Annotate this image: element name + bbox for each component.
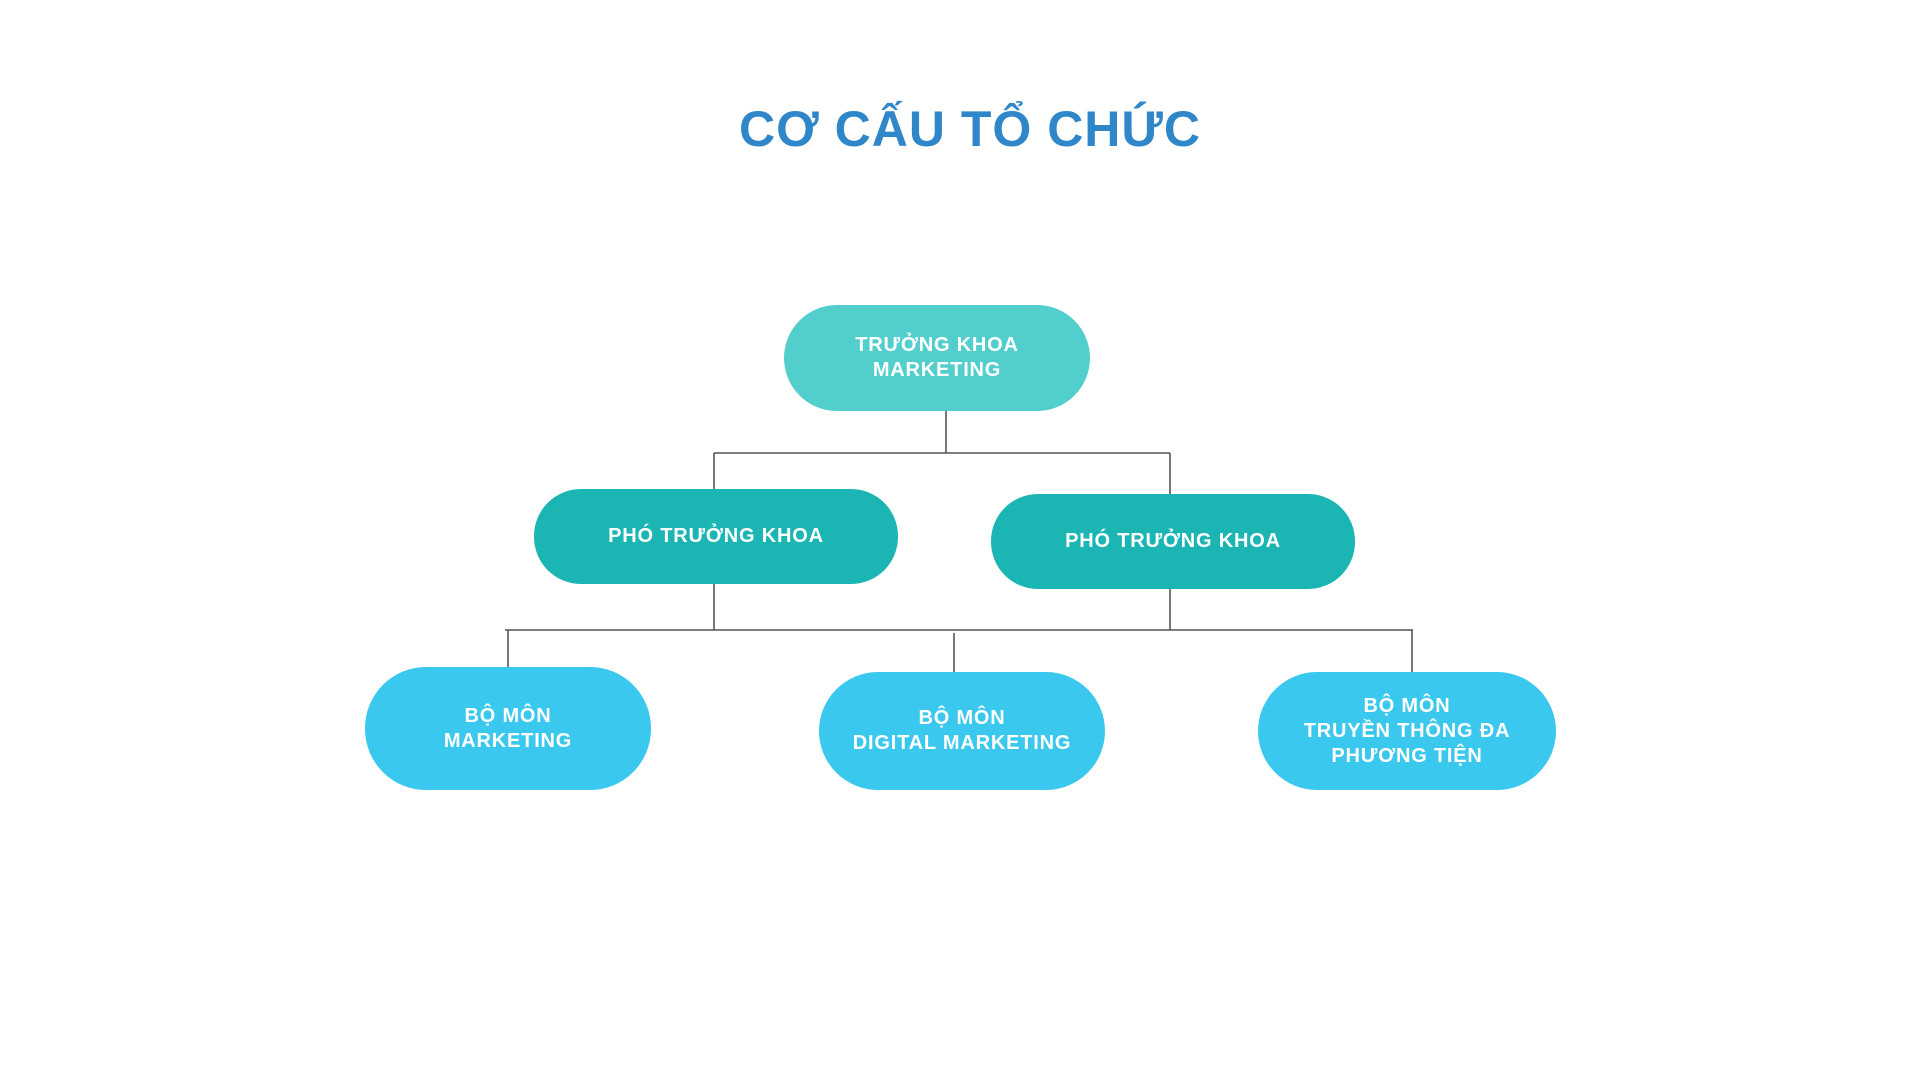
node-pho-truong-khoa-1-label: PHÓ TRƯỞNG KHOA	[608, 525, 824, 547]
node-bo-mon-digital-marketing-label: BỘ MÔN DIGITAL MARKETING	[852, 707, 1072, 754]
node-bo-mon-marketing-label: BỘ MÔN MARKETING	[443, 704, 573, 752]
node-bo-mon-truyen-thong: BỘ MÔN TRUYỀN THÔNG ĐA PHƯƠNG TIỆN	[1258, 672, 1556, 790]
node-bo-mon-marketing: BỘ MÔN MARKETING	[365, 667, 651, 790]
node-pho-truong-khoa-1: PHÓ TRƯỞNG KHOA	[534, 489, 898, 584]
node-truong-khoa: TRƯỞNG KHOA MARKETING	[784, 305, 1090, 411]
page-title: CƠ CẤU TỔ CHỨC	[739, 101, 1201, 157]
node-truong-khoa-label: TRƯỞNG KHOA MARKETING	[855, 334, 1019, 381]
node-bo-mon-truyen-thong-label: BỘ MÔN TRUYỀN THÔNG ĐA PHƯƠNG TIỆN	[1303, 694, 1511, 767]
node-pho-truong-khoa-2-label: PHÓ TRƯỞNG KHOA	[1065, 530, 1281, 552]
node-bo-mon-digital-marketing: BỘ MÔN DIGITAL MARKETING	[819, 672, 1105, 790]
connector-group	[505, 411, 1413, 672]
node-pho-truong-khoa-2: PHÓ TRƯỞNG KHOA	[991, 494, 1355, 589]
